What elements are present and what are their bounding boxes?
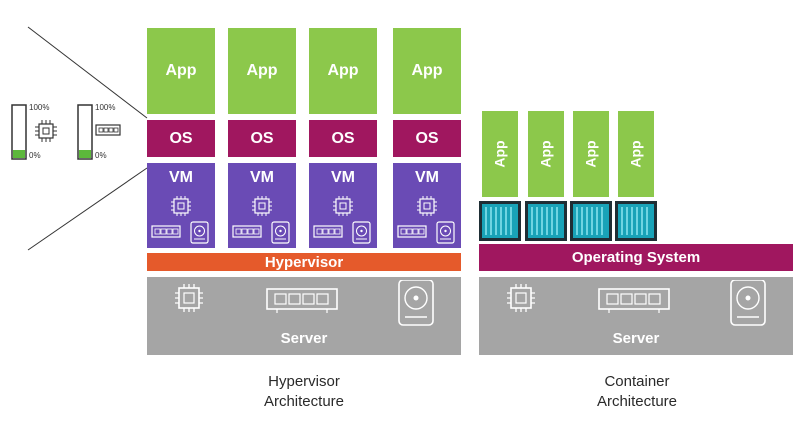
vm-os-1: OS	[147, 120, 215, 157]
vm-app-2: App	[228, 28, 296, 114]
container-app-label-3: App	[583, 140, 599, 168]
cpu-gauge-min: 0%	[29, 151, 41, 160]
container-app-label-2: App	[538, 140, 554, 168]
container-app-1: App	[482, 111, 518, 197]
container-app-label-4: App	[628, 140, 644, 168]
server-resource-icons	[175, 280, 434, 326]
container-icon	[570, 201, 612, 241]
vm-app-4: App	[393, 28, 461, 114]
hypervisor-server-label: Server	[280, 330, 328, 347]
operating-system-layer: Operating System	[479, 244, 793, 271]
vm-app-1: App	[147, 28, 215, 114]
memory-gauge-min: 0%	[95, 151, 107, 160]
disk-icon	[190, 221, 209, 244]
container-server-label: Server	[612, 330, 660, 347]
vm-os-3: OS	[309, 120, 377, 157]
container-app-4: App	[618, 111, 654, 197]
cpu-gauge-max: 100%	[29, 103, 50, 112]
vm-os-2: OS	[228, 120, 296, 157]
disk-icon	[398, 280, 434, 326]
vm-label-2: VM	[250, 169, 274, 186]
memory-gauge-max: 100%	[95, 103, 116, 112]
hypervisor-caption: Hypervisor Architecture	[224, 372, 384, 412]
memory-icon	[266, 288, 338, 313]
memory-icon	[95, 124, 121, 136]
container-app-3: App	[573, 111, 609, 197]
container-icon	[615, 201, 657, 241]
cpu-icon	[35, 120, 57, 142]
vm-label-4: VM	[415, 169, 439, 186]
vm-label-3: VM	[331, 169, 355, 186]
hypervisor-caption-line1: Hypervisor	[268, 373, 340, 390]
cpu-icon	[171, 196, 191, 216]
container-icon	[479, 201, 521, 241]
vm-label-1: VM	[169, 169, 193, 186]
vm-os-4: OS	[393, 120, 461, 157]
container-icon	[525, 201, 567, 241]
hypervisor-layer: Hypervisor	[147, 253, 461, 271]
container-app-label-1: App	[492, 140, 508, 168]
container-app-2: App	[528, 111, 564, 197]
memory-icon	[151, 225, 181, 238]
container-caption-line1: Container	[604, 373, 670, 390]
hypervisor-caption-line2: Architecture	[263, 393, 345, 410]
vm-resource-icons	[151, 195, 455, 244]
container-caption-line2: Architecture	[596, 393, 678, 410]
cpu-icon	[175, 284, 203, 312]
server-resource-icons	[506, 280, 766, 326]
vm-app-3: App	[309, 28, 377, 114]
container-caption: Container Architecture	[557, 372, 717, 412]
